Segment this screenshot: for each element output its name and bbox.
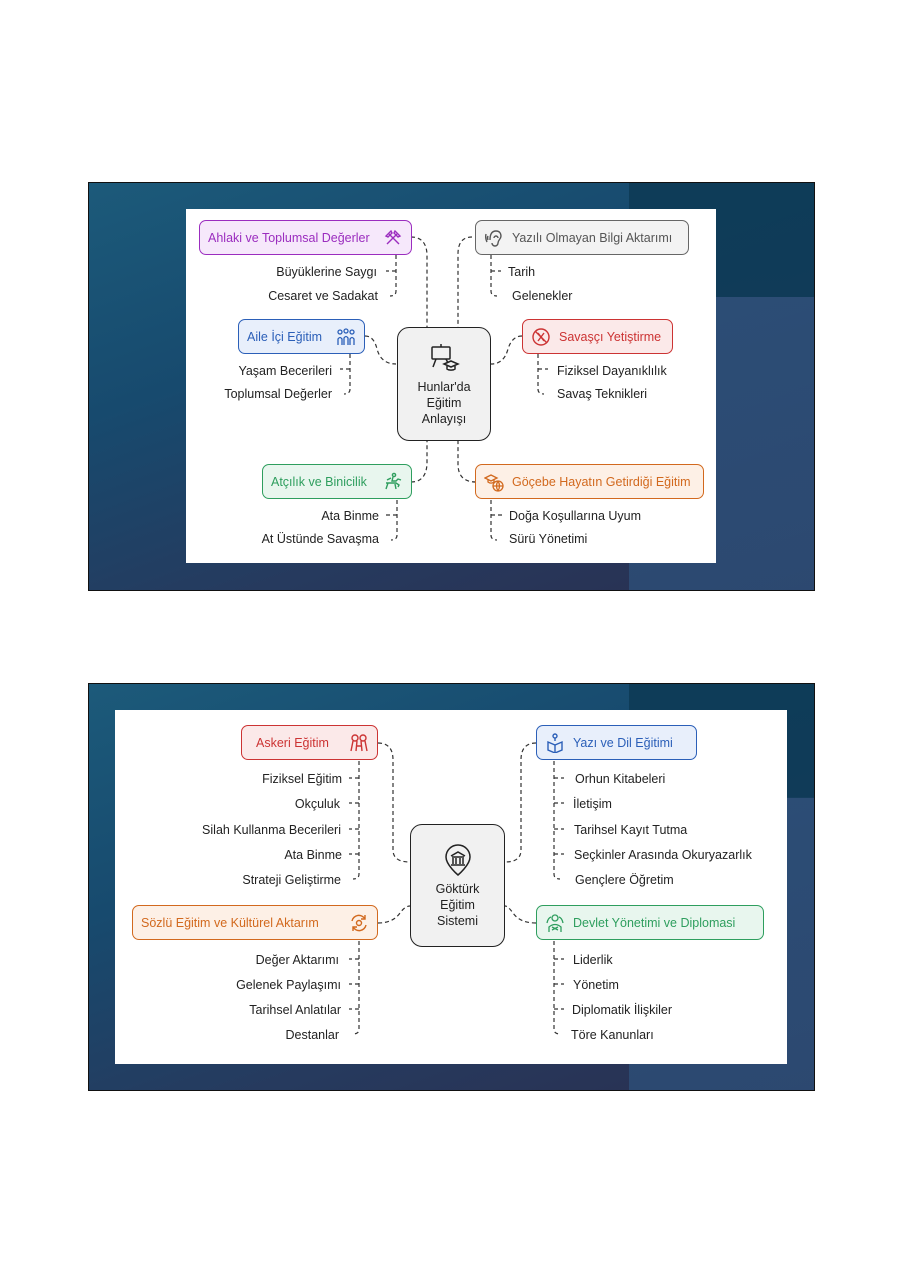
branch-atcilik: Atçılık ve Binicilik: [262, 464, 412, 499]
branch-ahlaki: Ahlaki ve Toplumsal Değerler: [199, 220, 412, 255]
leaf-item: İletişim: [573, 797, 612, 811]
leaf-item: Yaşam Becerileri: [238, 364, 332, 378]
leaf-item: Gelenek Paylaşımı: [236, 978, 341, 992]
center-line-3: Anlayışı: [421, 412, 467, 426]
family-icon: [337, 327, 355, 345]
branch-label: Askeri Eğitim: [256, 735, 329, 750]
branch-gocebe: Göçebe Hayatın Getirdiği Eğitim: [475, 464, 704, 499]
leaf-item: Sürü Yönetimi: [509, 532, 588, 546]
center-line-1: Göktürk: [435, 881, 480, 896]
globe-education-icon: [484, 473, 504, 492]
branch-label: Yazılı Olmayan Bilgi Aktarımı: [512, 230, 673, 245]
center-node-gokturk: Göktürk Eğitim Sistemi: [410, 824, 505, 947]
leaf-item: Savaş Teknikleri: [557, 387, 648, 401]
center-node-hunlar: Hunlar'da Eğitim Anlayışı: [397, 327, 491, 441]
branch-label: Sözlü Eğitim ve Kültürel Aktarım: [141, 915, 319, 930]
leaf-item: Silah Kullanma Becerileri: [202, 823, 341, 837]
cycle-exchange-icon: [351, 914, 367, 931]
no-swords-icon: [532, 327, 550, 346]
leaf-item: Liderlik: [573, 953, 613, 967]
leaf-item: Töre Kanunları: [571, 1028, 654, 1042]
leaf-item: Tarihsel Kayıt Tutma: [574, 823, 688, 837]
leaf-item: Cesaret ve Sadakat: [268, 289, 378, 303]
leaf-item: Gençlere Öğretim: [575, 873, 674, 887]
leaf-item: Doğa Koşullarına Uyum: [509, 509, 642, 523]
leaf-item: At Üstünde Savaşma: [261, 532, 379, 546]
mindmap-card-gokturk: Göktürk Eğitim Sistemi Askeri Eğitim Fiz…: [115, 710, 787, 1064]
horse-rider-icon: [385, 472, 402, 489]
teaching-board-icon: [431, 344, 460, 371]
leaf-item: Ata Binme: [284, 848, 342, 862]
branch-savasci: Savaşçı Yetiştirme: [522, 319, 673, 354]
leaf-item: Diplomatik İlişkiler: [572, 1003, 673, 1017]
leaf-item: Fiziksel Eğitim: [262, 772, 342, 786]
branch-label: Savaşçı Yetiştirme: [559, 329, 662, 344]
leaf-item: Ata Binme: [321, 509, 379, 523]
mindmap-connectors: [349, 742, 564, 1035]
ear-icon: [484, 229, 502, 247]
leaf-item: Tarihsel Anlatılar: [249, 1003, 341, 1017]
branch-yazili-olmayan: Yazılı Olmayan Bilgi Aktarımı: [475, 220, 689, 255]
leaf-item: Yönetim: [573, 978, 619, 992]
branch-askeri: Askeri Eğitim: [241, 725, 378, 760]
leaf-item: Strateji Geliştirme: [242, 873, 341, 887]
branch-label: Yazı ve Dil Eğitimi: [573, 735, 673, 750]
branch-label: Ahlaki ve Toplumsal Değerler: [208, 230, 370, 245]
branch-label: Aile İçi Eğitim: [247, 329, 323, 344]
leaf-item: Toplumsal Değerler: [224, 387, 332, 401]
branch-label: Atçılık ve Binicilik: [271, 474, 367, 489]
leaf-item: Fiziksel Dayanıklılık: [557, 364, 667, 378]
leaf-item: Değer Aktarımı: [255, 953, 339, 967]
mindmap-connectors: [340, 236, 548, 541]
leaf-item: Okçuluk: [294, 797, 340, 811]
center-line-3: Sistemi: [437, 913, 478, 928]
leader-globe-icon: [546, 913, 564, 932]
leaf-item: Seçkinler Arasında Okuryazarlık: [574, 848, 752, 862]
hand-grip-icon: [350, 733, 368, 751]
slide-hunlar: Hunlar'da Eğitim Anlayışı Ahlaki ve Topl…: [88, 182, 815, 591]
branch-label: Devlet Yönetimi ve Diplomasi: [573, 915, 736, 930]
branch-label: Göçebe Hayatın Getirdiği Eğitim: [512, 474, 691, 489]
branch-aile-ici: Aile İçi Eğitim: [238, 319, 365, 354]
center-line-2: Eğitim: [426, 396, 462, 410]
branch-sozlu-egitim: Sözlü Eğitim ve Kültürel Aktarım: [132, 905, 378, 940]
mindmap-card-hunlar: Hunlar'da Eğitim Anlayışı Ahlaki ve Topl…: [186, 209, 716, 563]
leaf-item: Tarih: [508, 265, 536, 279]
branch-devlet-yonetimi: Devlet Yönetimi ve Diplomasi: [536, 905, 764, 940]
crossed-hammers-icon: [384, 229, 402, 244]
leaf-item: Büyüklerine Saygı: [276, 265, 377, 279]
branch-yazi-dil: Yazı ve Dil Eğitimi: [536, 725, 697, 760]
leaf-item: Gelenekler: [512, 289, 573, 303]
leaf-item: Destanlar: [285, 1028, 340, 1042]
leaf-item: Orhun Kitabeleri: [575, 772, 666, 786]
center-line-1: Hunlar'da: [417, 380, 471, 394]
slide-gokturk: Göktürk Eğitim Sistemi Askeri Eğitim Fiz…: [88, 683, 815, 1091]
bank-pin-icon: [444, 843, 471, 876]
book-person-icon: [547, 732, 563, 753]
center-line-2: Eğitim: [440, 897, 475, 912]
